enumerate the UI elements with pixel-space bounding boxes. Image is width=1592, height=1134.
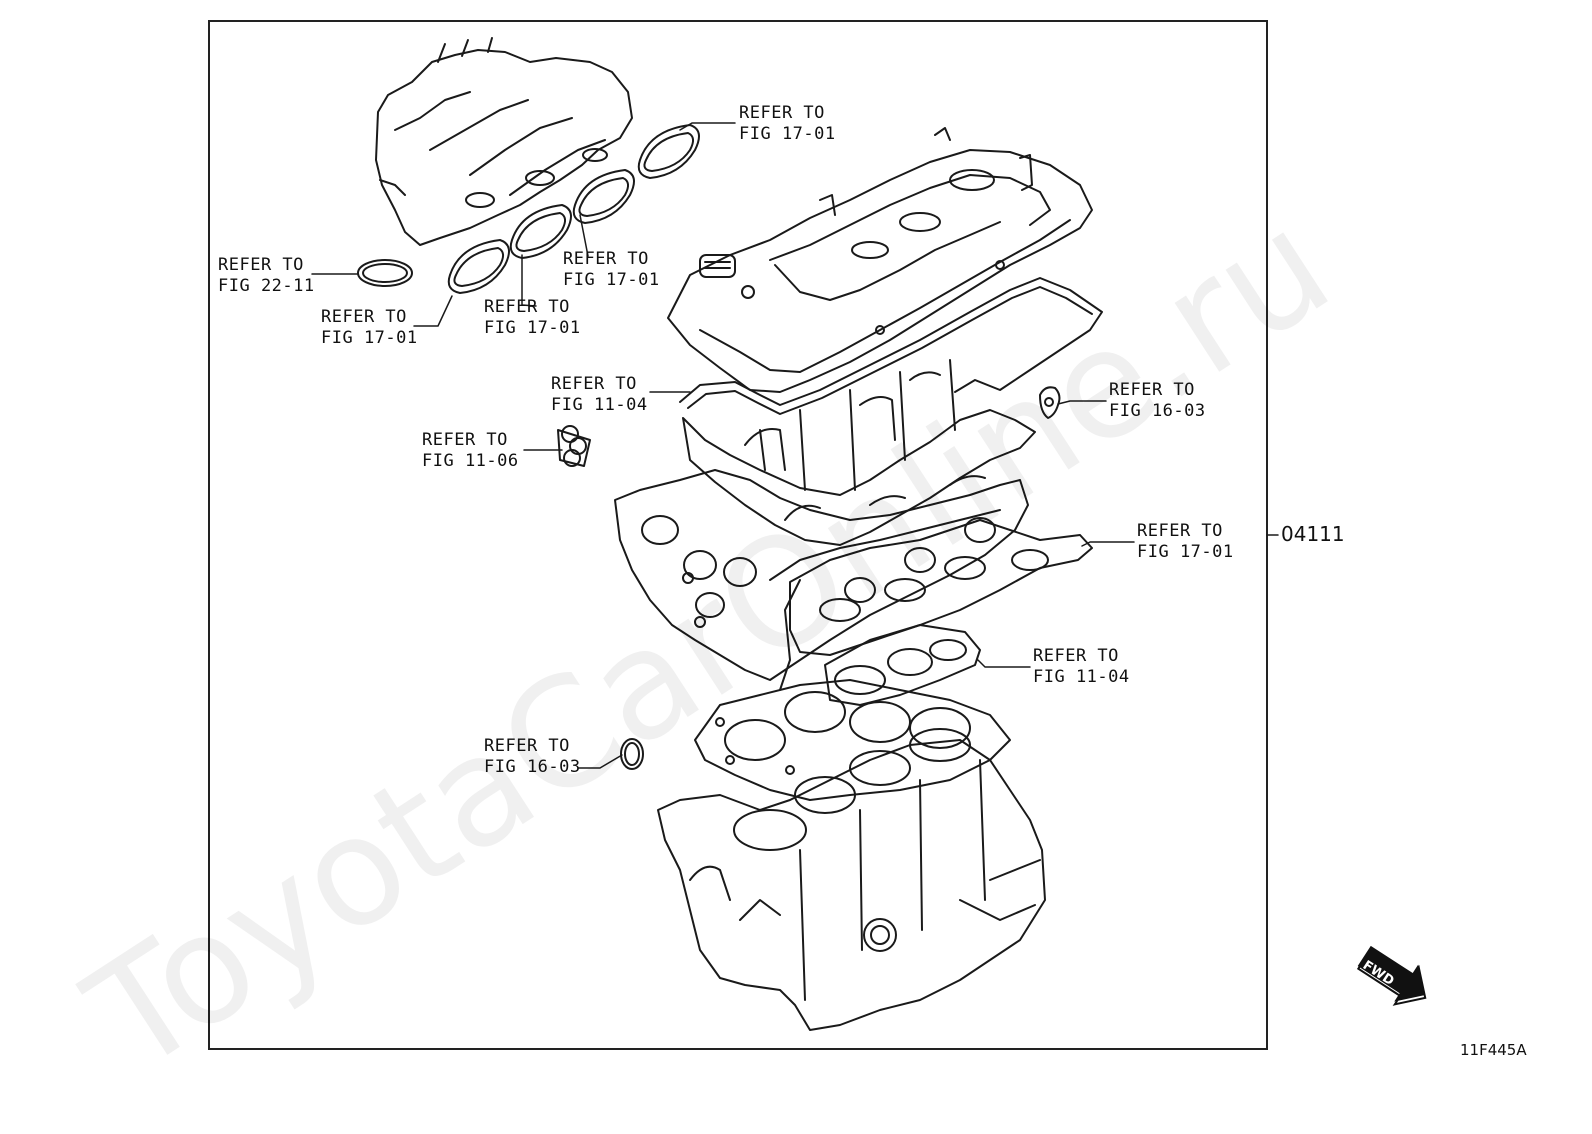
leader-lines [311, 122, 1279, 769]
callout-line2: FIG 11-06 [422, 451, 519, 471]
intake-gaskets [447, 124, 700, 294]
callout-line2: FIG 11-04 [551, 395, 648, 415]
callout-line1: REFER TO [739, 103, 825, 123]
callout-line2: FIG 16-03 [1109, 401, 1206, 421]
callout-line2: FIG 17-01 [321, 328, 418, 348]
watermark: ToyotaCarOnline.ru [60, 178, 1496, 1134]
callout-line1: REFER TO [1137, 521, 1223, 541]
callout-line2: FIG 16-03 [484, 757, 581, 777]
figure-code: 11F445A [1460, 1041, 1527, 1059]
intake-manifold [375, 37, 633, 246]
oil-filter-gasket [557, 425, 591, 467]
part-number-label: 04111 [1281, 522, 1345, 546]
ring-gasket [357, 259, 413, 287]
callout-line2: FIG 22-11 [218, 276, 315, 296]
callout-line2: FIG 17-01 [739, 124, 836, 144]
camshaft-housing [682, 359, 1036, 546]
callout-line1: REFER TO [218, 255, 304, 275]
callout-line1: REFER TO [321, 307, 407, 327]
exhaust-gasket [789, 519, 1093, 656]
callout-line1: REFER TO [422, 430, 508, 450]
callout-line1: REFER TO [484, 736, 570, 756]
callout-line2: FIG 17-01 [563, 270, 660, 290]
small-head-gasket [824, 624, 981, 706]
water-outlet-gasket [1039, 386, 1061, 419]
valve-cover [667, 127, 1093, 393]
callout-line1: REFER TO [1033, 646, 1119, 666]
fwd-arrow [1356, 945, 1427, 1006]
cylinder-head [614, 469, 1029, 691]
callout-line1: REFER TO [563, 249, 649, 269]
callout-line2: FIG 11-04 [1033, 667, 1130, 687]
head-gasket [694, 679, 1011, 801]
callout-line2: FIG 17-01 [484, 318, 581, 338]
callout-line1: REFER TO [484, 297, 570, 317]
callout-line1: REFER TO [551, 374, 637, 394]
valve-cover-gasket [679, 277, 1103, 406]
cylinder-block [657, 728, 1046, 1031]
callout-line2: FIG 17-01 [1137, 542, 1234, 562]
oring-lower [620, 738, 644, 770]
diagram-drawing [208, 20, 1427, 1050]
callout-line1: REFER TO [1109, 380, 1195, 400]
